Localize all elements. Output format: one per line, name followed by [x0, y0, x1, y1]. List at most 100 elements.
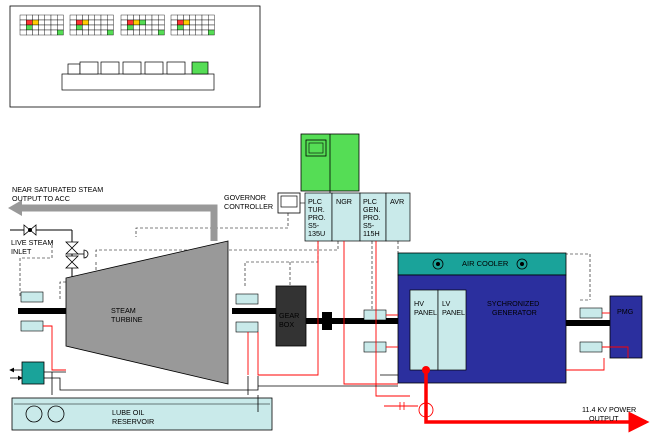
alarm-cell [50, 19, 58, 26]
alarm-cell [133, 19, 140, 26]
alarm-cell [183, 29, 190, 36]
svg-text:PLC: PLC [363, 197, 377, 206]
gearbox-label-1: GEAR [279, 311, 299, 320]
actuator-icon [83, 249, 89, 259]
alarm-cell [126, 14, 134, 21]
earth-connection [399, 402, 405, 410]
alarm-cell [100, 14, 108, 21]
alarm-cell [195, 24, 203, 31]
control-panel [304, 192, 411, 242]
signal-wiring [43, 241, 629, 407]
alarm-cell [133, 24, 140, 31]
alarm-cell [26, 24, 33, 31]
alarm-cell [126, 24, 134, 31]
alarm-grid-2 [69, 14, 114, 36]
governor-label-2: CONTROLLER [224, 202, 273, 211]
alarm-cell [57, 29, 64, 36]
alarm-cell [69, 14, 77, 21]
alarm-cell [50, 29, 58, 36]
governor-controller [277, 192, 305, 214]
live-steam-inlet [10, 224, 89, 278]
pmg-label: PMG [617, 307, 634, 316]
governor-label-1: GOVERNOR [224, 193, 266, 202]
alarm-cell [57, 24, 64, 31]
alarm-grid-1 [19, 14, 64, 36]
steam-output-label-1: NEAR SATURATED STEAM [12, 185, 103, 194]
alarm-cell [139, 24, 147, 31]
alarm-cell [50, 14, 58, 21]
alarm-cell [26, 14, 33, 21]
alarm-cell [106, 14, 114, 21]
alarm-cell [139, 14, 147, 21]
generator-label-1: SYCHRONIZED [487, 299, 539, 308]
alarm-cell [189, 29, 197, 36]
alarm-cell [82, 14, 89, 21]
svg-text:135U: 135U [308, 229, 325, 238]
live-steam-label-1: LIVE STEAM [11, 238, 53, 247]
alarm-cell [207, 14, 215, 21]
svg-text:PLC: PLC [308, 197, 322, 206]
alarm-cell [189, 14, 197, 21]
gear-box [275, 285, 307, 347]
alarm-cell [120, 19, 128, 26]
alarm-cell [176, 24, 184, 31]
alarm-cell [133, 29, 140, 36]
turbine-label-1: STEAM [111, 306, 136, 315]
alarm-cell [157, 29, 165, 36]
alarm-cell [32, 19, 39, 26]
alarm-cell [201, 14, 209, 21]
live-steam-label-2: INLET [11, 247, 32, 256]
svg-text:PRO.: PRO. [308, 213, 326, 222]
alarm-cell [139, 19, 147, 26]
alarm-cell [145, 19, 153, 26]
power-label-1: 11.4 KV POWER [582, 405, 636, 414]
alarm-cell [145, 29, 153, 36]
alarm-cell [100, 24, 108, 31]
alarm-cell [176, 14, 184, 21]
alarm-cell [38, 29, 45, 36]
alarm-cell [44, 14, 52, 21]
plc-generator-label: PLC GEN. PRO. S5- 115H [363, 197, 381, 238]
avr-label: AVR [390, 197, 404, 206]
alarm-cell [75, 24, 83, 31]
air-cooler-label: AIR COOLER [462, 259, 509, 268]
alarm-cell [157, 14, 165, 21]
alarm-cell [26, 19, 33, 26]
alarm-cell [75, 29, 83, 36]
lube-label-1: LUBE OIL [112, 408, 144, 417]
main-shaft [18, 308, 610, 330]
scada-cabinet [300, 133, 360, 193]
alarm-cell [82, 24, 89, 31]
alarm-cell [75, 14, 83, 21]
alarm-cell [170, 14, 178, 21]
alarm-cell [133, 14, 140, 21]
lube-pump-1-icon [25, 405, 43, 423]
operator-console [61, 61, 215, 91]
alarm-cell [145, 14, 153, 21]
alarm-cell [69, 29, 77, 36]
alarm-cell [32, 14, 39, 21]
alarm-cell [38, 14, 45, 21]
alarm-cell [88, 29, 95, 36]
alarm-cell [106, 29, 114, 36]
active-console-monitor [191, 61, 209, 75]
plc-turbine-label: PLC TUR. PRO. S5- 135U [308, 197, 326, 238]
alarm-cell [157, 24, 165, 31]
lv-panel-label-2: PANEL [442, 308, 465, 317]
alarm-cell [100, 29, 108, 36]
alarm-cell [32, 24, 39, 31]
shaft-coupling [322, 312, 332, 330]
alarm-cell [207, 19, 215, 26]
gearbox-label-2: BOX [279, 320, 294, 329]
scada-overview-box [9, 5, 261, 108]
alarm-cell [19, 24, 27, 31]
lv-panel-label-1: LV [442, 299, 450, 308]
alarm-cell [170, 24, 178, 31]
steam-turbine [65, 240, 229, 385]
lv-panel [437, 289, 467, 371]
alarm-grid-3 [120, 14, 165, 36]
current-transformer-icon [418, 402, 434, 418]
alarm-cell [19, 29, 27, 36]
alarm-cell [19, 14, 27, 21]
